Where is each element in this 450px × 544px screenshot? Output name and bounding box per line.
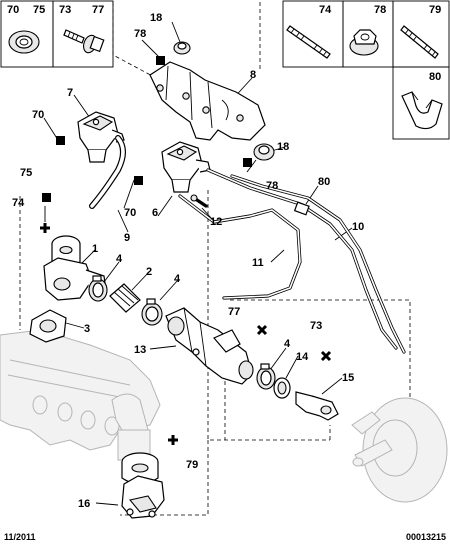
callout-13: 13 (134, 344, 146, 356)
callout-10: 10 (352, 221, 364, 233)
callout-2: 2 (146, 266, 152, 278)
pipe-flange-15 (295, 391, 339, 421)
marker-cross-79 (168, 435, 178, 445)
header-box-70-75: 70 75 (0, 0, 54, 68)
callout-9: 9 (124, 232, 130, 244)
callout-75: 75 (20, 167, 32, 179)
callout-18-top: 18 (150, 12, 162, 24)
callout-70-mid: 70 (124, 207, 136, 219)
header-box-79: 79 (392, 0, 450, 68)
header-label-80: 80 (429, 71, 441, 83)
vacuum-pipe-10 (206, 168, 406, 354)
callout-4-a: 4 (116, 253, 123, 265)
threaded-stud-icon (400, 25, 439, 59)
square-markers (42, 56, 252, 202)
callout-3: 3 (84, 323, 90, 335)
marker-cross-77 (256, 324, 268, 336)
brake-booster-ghost (351, 397, 448, 503)
header-label-70: 70 (7, 4, 19, 16)
solenoid-valve-7 (77, 111, 125, 163)
screw-12 (190, 194, 208, 208)
header-label-79: 79 (429, 4, 441, 16)
callout-6: 6 (152, 207, 158, 219)
callout-78-top: 78 (134, 28, 146, 40)
callout-12: 12 (210, 216, 222, 228)
header-label-73: 73 (59, 4, 71, 16)
header-box-74: 74 (282, 0, 344, 68)
mounting-bracket-8 (149, 61, 266, 141)
rubber-washer-18-top (173, 41, 191, 55)
marker-square-75 (42, 193, 51, 202)
cross-markers (40, 223, 332, 445)
callout-73: 73 (310, 320, 322, 332)
callout-16: 16 (78, 498, 90, 510)
vacuum-hose-9 (89, 135, 126, 209)
egr-gasket-3 (29, 309, 67, 343)
header-label-77: 77 (92, 4, 104, 16)
callout-1: 1 (92, 243, 98, 255)
callout-7: 7 (67, 87, 73, 99)
callout-78-right: 78 (266, 180, 278, 192)
flange-nut-icon (349, 29, 379, 56)
hose-clamp-4-c (256, 363, 276, 390)
callout-77: 77 (228, 306, 240, 318)
callout-4-c: 4 (284, 338, 291, 350)
header-label-78: 78 (374, 4, 386, 16)
solenoid-valve-6 (161, 141, 211, 193)
header-box-80: 80 (392, 66, 450, 140)
stud-bolt-icon (286, 25, 331, 59)
marker-square-78a (156, 56, 165, 65)
marker-square-70b (134, 176, 143, 185)
footer-date: 11/2011 (4, 532, 36, 542)
callout-74: 74 (12, 197, 25, 209)
footer: 11/2011 00013215 (4, 532, 446, 542)
egr-actuator-16 (121, 452, 165, 519)
gasket-14 (273, 377, 291, 399)
callout-4-b: 4 (174, 273, 181, 285)
hose-clamp-4-b (141, 298, 163, 326)
bolt-with-washer-icon (63, 29, 105, 54)
callout-79: 79 (186, 459, 198, 471)
marker-cross-74 (40, 223, 50, 233)
egr-cooler-13 (165, 307, 254, 385)
gasket-ring-icon (8, 30, 40, 54)
pipe-clip-icon (401, 91, 443, 130)
pipe-clip-80 (293, 201, 310, 216)
header-label-75: 75 (33, 4, 45, 16)
callout-8: 8 (250, 69, 256, 81)
rubber-washer-18-right (253, 143, 275, 161)
marker-square-70a (56, 136, 65, 145)
header-box-73-77: 73 77 (52, 0, 114, 68)
vacuum-pipe-11 (178, 194, 302, 300)
callout-80: 80 (318, 176, 330, 188)
callout-18-right: 18 (277, 141, 289, 153)
callout-70-left: 70 (32, 109, 44, 121)
hose-clamp-4-a (88, 275, 108, 302)
marker-cross-73 (320, 350, 332, 362)
header-box-78: 78 (342, 0, 394, 68)
header-label-74: 74 (319, 4, 332, 16)
leader-lines (43, 21, 353, 506)
callout-labels: 18 78 8 7 70 18 78 80 75 74 70 6 12 9 10… (12, 12, 364, 510)
callout-14: 14 (296, 351, 309, 363)
flexible-sleeve-2 (109, 283, 141, 313)
callout-15: 15 (342, 372, 354, 384)
callout-11: 11 (252, 257, 264, 269)
footer-ref: 00013215 (406, 532, 446, 542)
marker-square-78b (243, 158, 252, 167)
